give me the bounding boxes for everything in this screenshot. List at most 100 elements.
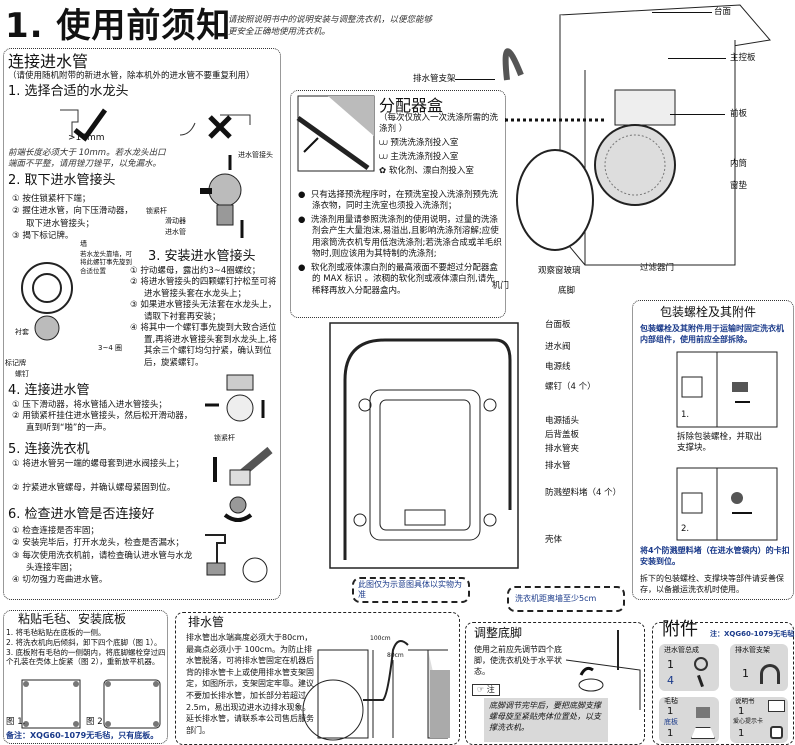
accessory-manual-card: 说明书 1 爱心提示卡 1 xyxy=(730,697,788,743)
accessory-felt-base: 毛毡 1 底板 1 xyxy=(659,697,719,743)
felt-icon xyxy=(696,707,710,718)
step-title: 4. 连接进水管 xyxy=(8,383,90,398)
label-gasket: 窗垫 xyxy=(730,181,748,191)
bullet: ● 洗涤剂用量请参照洗涤剂的使用说明，过量的洗涤剂会产生大量泡沫,易溢出,且影响… xyxy=(298,214,502,260)
feet-text: 使用之前应先调节四个底脚，使洗衣机处于水平状态。 xyxy=(474,644,562,678)
drain-height-illustration xyxy=(302,640,450,741)
list-item: ④ 切勿强力弯曲进水管。 xyxy=(12,575,108,586)
list-item: ① 检查连接是否牢固； xyxy=(12,526,99,536)
joint-top-illustration xyxy=(21,262,73,341)
accessory-qty: 1 xyxy=(667,658,674,671)
accessory-name: 毛毡 xyxy=(664,697,678,705)
list-item: 1. 将毛毡粘贴在底板的一侧。 xyxy=(6,628,106,637)
label-joint: 进水管接头 xyxy=(238,151,273,159)
wall-note: 若水龙头靠墙，可将此螺钉事先旋到合适位置 xyxy=(80,250,132,275)
step-title: 5. 连接洗衣机 xyxy=(8,442,90,457)
prewash-icon: ⩊ xyxy=(379,138,391,148)
compartment-label: 主洗洗涤剂投入室 xyxy=(390,152,459,163)
measure-label: >10mm xyxy=(68,133,105,143)
label-filter-door: 过滤器门 xyxy=(640,263,675,273)
accessory-name: 说明书 xyxy=(735,697,755,705)
softener-icon: ✿ xyxy=(379,166,389,177)
fig2-label: 图 2. xyxy=(86,717,106,727)
step3-list: ① 拧动螺母，露出约3~4圈螺纹； ② 将进水管接头的四颗螺钉拧松至可将进水管接… xyxy=(130,266,277,369)
packing-intro: 包装螺栓及其附件用于运输时固定洗衣机内部组件，使用前应全部拆除。 xyxy=(640,324,784,344)
joint-removal-illustration xyxy=(200,155,244,238)
list-item: 2. 将洗衣机向后倾斜，卸下四个底脚（图 1）。 xyxy=(6,637,162,647)
drain-holder-icon xyxy=(760,664,780,684)
inlet-heading: 连接进水管 xyxy=(8,52,89,71)
rear-label: 壳体 xyxy=(545,535,563,545)
label-pipe: 进水管 xyxy=(165,228,186,236)
list-item: ① 按住锁紧杆下端； xyxy=(12,194,91,204)
list-item: ③ 揭下标记牌。 xyxy=(12,230,74,241)
bullet: ● 软化剂或液体漂白剂的最高液面不要超过分配器盒的 MAX 标识 。浓稠的软化剂… xyxy=(298,262,498,296)
connect-machine-illustration xyxy=(213,446,273,522)
accessory-name: 进水管总成 xyxy=(664,646,699,654)
label-glass: 观察窗玻璃 xyxy=(538,266,581,276)
foot-adjust-illustration xyxy=(565,630,641,710)
intro-line: 更安全正确地使用洗衣机。 xyxy=(228,27,331,38)
step2-list: ① 按住锁紧杆下端； ② 握住进水管，向下压滑动器，取下进水管接头； ③ 揭下标… xyxy=(12,193,138,242)
accessory-qty: 4 xyxy=(667,674,674,687)
label-screw: 螺钉 xyxy=(15,370,29,378)
accessory-qty: 1 xyxy=(738,706,745,717)
accessories-note: 注：XQG60-1079无毛毡 xyxy=(710,630,795,638)
felt-list: 1. 将毛毡粘贴在底板的一侧。 2. 将洗衣机向后倾斜，卸下四个底脚（图 1）。… xyxy=(6,628,166,667)
dispenser-note: （每次仅放入一次洗涤所需的洗涤剂 ） xyxy=(379,113,499,135)
label-drum: 内筒 xyxy=(730,159,748,169)
label-slider: 滑动器 xyxy=(165,217,186,225)
compartment-softener: ✿ 软化剂、漂白剂投入室 xyxy=(379,166,501,177)
dispenser-bullets: ● 只有选择预洗程序时，在预洗室投入洗涤剂预先洗涤衣物，同时主洗室也须投入洗涤剂… xyxy=(298,190,503,297)
height-80-label: 80cm xyxy=(387,652,404,659)
rear-label: 排水管夹 xyxy=(545,444,580,454)
dispenser-drawer-illustration xyxy=(296,95,375,172)
list-item: ② 用锁紧杆挂住进水管接头，然后松开滑动器，直到听到“啪”的一声。 xyxy=(12,411,193,433)
mainwash-icon: ⩊ xyxy=(379,152,391,163)
page-title: 1. 使用前须知 xyxy=(5,6,232,46)
caption-line: 端面不平整，请用锉刀锉平，以免漏水。 xyxy=(8,159,162,170)
drain-title: 排水管 xyxy=(188,615,225,629)
note-icon: ☞ xyxy=(477,685,487,694)
bullet: ● 只有选择预洗程序时，在预洗室投入洗涤剂预先洗涤衣物，同时主洗室也须投入洗涤剂… xyxy=(298,190,498,212)
card-icon xyxy=(770,726,783,739)
accessory-qty: 1 xyxy=(667,728,674,739)
accessory-inlet-hose: 进水管总成 1 4 xyxy=(659,644,719,691)
list-item: ② 握住进水管，向下压滑动器，取下进水管接头； xyxy=(12,206,133,229)
inlet-section xyxy=(3,48,281,600)
label-top: 台面 xyxy=(714,7,732,17)
list-item: ② 拧紧进水管螺母，并确认螺母紧固到位。 xyxy=(12,483,176,493)
packing-footer: 拆下的包装螺栓、支撑块等部件请妥善保存，以备搬运洗衣机时使用。 xyxy=(640,574,784,594)
accessory-qty: 1 xyxy=(667,706,674,717)
compartment-label: 预洗洗涤剂投入室 xyxy=(390,138,459,148)
hose-icon xyxy=(694,657,708,671)
faucet-caption: 前端长度必须大于 10mm。若水龙头出口端面不平整，请用锉刀锉平，以免漏水。 xyxy=(8,148,166,171)
packing-section xyxy=(632,300,794,600)
accessory-name: 排水管支架 xyxy=(735,646,770,654)
list-item: ③ 每次使用洗衣机前，请检查确认进水管与水龙头连接牢固； xyxy=(12,550,193,573)
bullet-text: 只有选择预洗程序时，在预洗室投入洗涤剂预先洗涤衣物，同时主洗室也须投入洗涤剂； xyxy=(310,190,498,212)
base-plate-illustration xyxy=(21,679,161,729)
faucet-bad-illustration xyxy=(179,114,251,139)
list-item: 3. 底板附有毛毡的一侧朝内，将底脚螺栓穿过四个孔装在壳体上旋紧（图 2），重新… xyxy=(6,647,166,667)
label-turns: 3~4 圈 xyxy=(98,344,122,352)
step-title: 6. 检查进水管是否连接好 xyxy=(8,507,155,522)
step-number: 2. xyxy=(681,524,690,534)
dispenser-section xyxy=(290,90,506,318)
base-plate-icon xyxy=(691,727,715,739)
manual-icon xyxy=(768,700,785,712)
felt-title: 粘贴毛毡、安装底板 xyxy=(18,612,127,626)
compartment-prewash: ⩊ 预洗洗涤剂投入室 xyxy=(379,138,501,149)
list-item: ② 将进水管接头的四颗螺钉拧松至可将进水管接头套在水龙头上； xyxy=(130,277,277,299)
feet-title: 调整底脚 xyxy=(474,626,523,640)
screwdriver-icon xyxy=(697,674,704,688)
accessory-qty: 1 xyxy=(742,667,749,680)
label-foot: 底脚 xyxy=(558,286,576,296)
rear-label: 螺钉（4 个） xyxy=(545,382,596,392)
accessory-name: 底板 xyxy=(664,718,678,726)
label-lever: 锁紧杆 xyxy=(146,207,167,215)
rear-label: 电源线 xyxy=(545,362,571,372)
note-badge: ☞ 注 xyxy=(472,684,500,697)
label-wall: 墙 xyxy=(80,240,87,248)
fig1-label: 图 1. xyxy=(6,717,26,727)
